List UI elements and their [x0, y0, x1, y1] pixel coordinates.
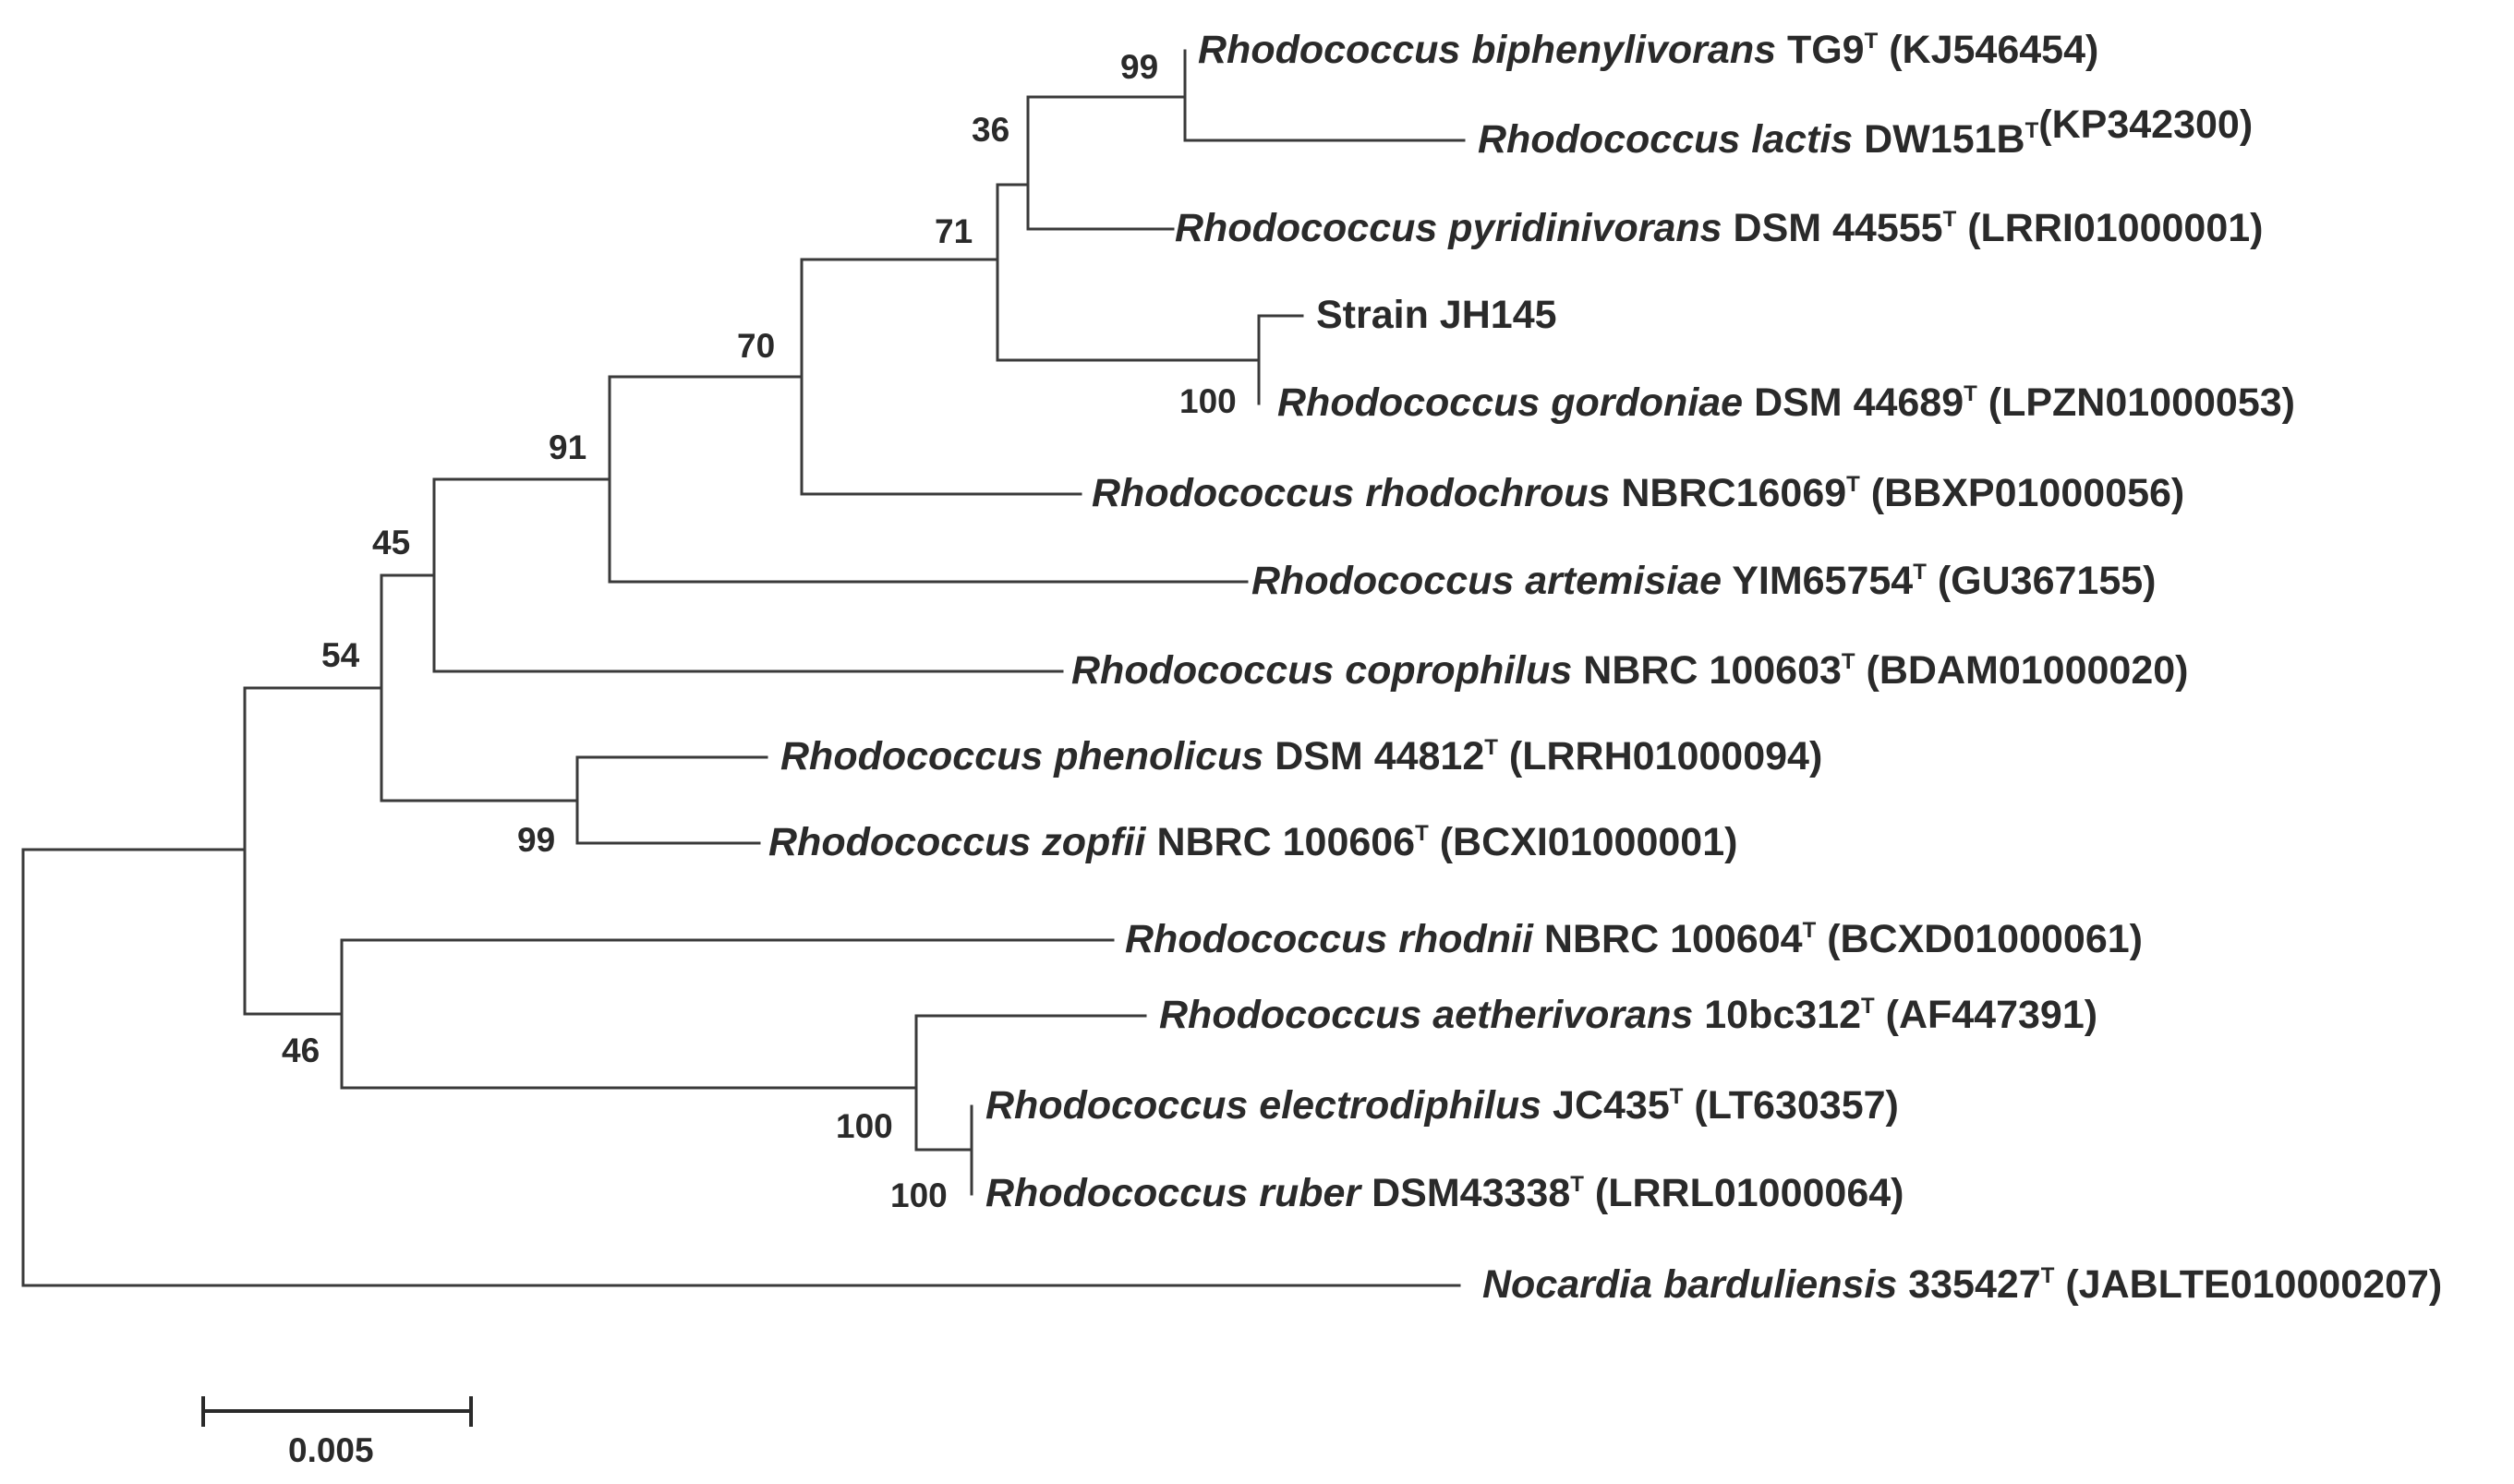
bootstrap-label: 99	[1120, 48, 1158, 86]
taxon-lactis: Rhodococcus lactis DW151BT(KP342300)	[1478, 103, 2253, 162]
bootstrap-label: 70	[737, 327, 775, 365]
bootstrap-label: 46	[282, 1032, 320, 1069]
taxon-zopfii: Rhodococcus zopfii NBRC 100606T (BCXI010…	[768, 820, 1737, 864]
taxon-pyridinivorans: Rhodococcus pyridinivorans DSM 44555T (L…	[1175, 206, 2264, 250]
taxon-phenolicus: Rhodococcus phenolicus DSM 44812T (LRRH0…	[780, 734, 1822, 778]
bootstrap-label: 99	[517, 821, 555, 859]
bootstrap-values: 99 36 71 100 70 91 45 54 99 46 100 100	[282, 48, 1237, 1214]
branch-node-71	[800, 183, 1261, 362]
bootstrap-label: 100	[1179, 382, 1237, 420]
branch-node-100-jh145	[1257, 314, 1304, 405]
bootstrap-label: 100	[890, 1176, 948, 1214]
taxon-electrodiphilus: Rhodococcus electrodiphilus JC435T (LT63…	[985, 1083, 1899, 1128]
taxon-gordoniae: Rhodococcus gordoniae DSM 44689T (LPZN01…	[1277, 380, 2295, 425]
taxon-biphenylivorans: Rhodococcus biphenylivorans TG9T (KJ5464…	[1198, 28, 2098, 72]
taxon-artemisiae: Rhodococcus artemisiae YIM65754T (GU3671…	[1251, 559, 2156, 603]
taxon-rhodochrous: Rhodococcus rhodochrous NBRC16069T (BBXP…	[1092, 471, 2184, 515]
bootstrap-label: 91	[549, 428, 586, 466]
branch-node-46	[243, 938, 344, 1090]
branch-node-70	[608, 258, 1082, 496]
branch-node-91	[432, 375, 1249, 584]
taxon-labels: Rhodococcus biphenylivorans TG9T (KJ5464…	[768, 28, 2442, 1307]
taxon-bardulensis: Nocardia barduliensis 335427T (JABLTE010…	[1482, 1262, 2442, 1307]
branch-node-45	[380, 477, 1064, 673]
scale-bar-label: 0.005	[288, 1431, 374, 1469]
branch-node-36	[996, 95, 1175, 231]
bootstrap-label: 45	[372, 524, 410, 561]
taxon-coprophilus: Rhodococcus coprophilus NBRC 100603T (BD…	[1071, 648, 2188, 693]
tree-branches	[21, 49, 1466, 1287]
scale-bar: 0.005	[201, 1396, 473, 1469]
bootstrap-label: 100	[836, 1107, 893, 1145]
taxon-aetherivorans: Rhodococcus aetherivorans 10bc312T (AF44…	[1159, 993, 2097, 1037]
branch-node-99-phen	[380, 755, 768, 845]
branch-root	[21, 848, 1461, 1287]
taxon-rhodnii: Rhodococcus rhodnii NBRC 100604T (BCXD01…	[1125, 917, 2143, 961]
bootstrap-label: 36	[972, 111, 1009, 149]
branch-node-99-top	[1026, 49, 1466, 142]
bootstrap-label: 71	[935, 212, 973, 250]
taxon-ruber: Rhodococcus ruber DSM43338T (LRRL0100006…	[985, 1171, 1904, 1215]
bootstrap-label: 54	[321, 636, 360, 674]
branch-node-100-aeth	[340, 1014, 1147, 1152]
branch-node-54	[243, 573, 383, 802]
taxon-jh145: Strain JH145	[1316, 293, 1557, 337]
